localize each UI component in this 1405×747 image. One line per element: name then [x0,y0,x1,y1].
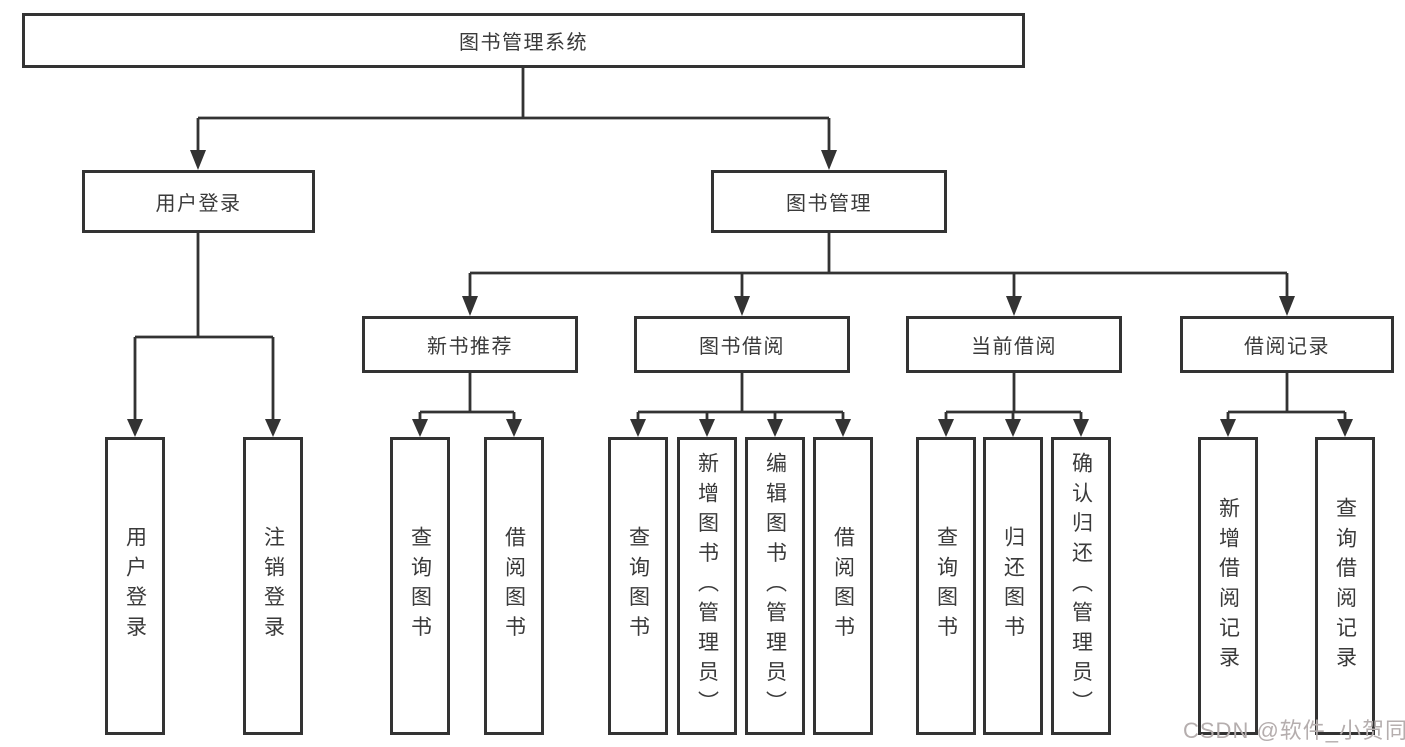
leaf-edit-books-admin: 编辑图书（管理员） [745,437,805,735]
connector-new-book-children [412,373,522,437]
leaf-return-books: 归还图书 [983,437,1043,735]
leaf-query-books-2: 查询图书 [608,437,668,735]
connector-root-to-level2 [190,68,837,170]
node-book-management: 图书管理 [711,170,947,233]
node-label: 新增图书（管理员） [695,451,719,721]
node-library-management-system: 图书管理系统 [22,13,1025,68]
node-label: 借阅图书 [502,526,526,646]
leaf-logout: 注销登录 [243,437,303,735]
node-label: 归还图书 [1001,526,1025,646]
node-label: 新书推荐 [427,336,513,358]
leaf-borrow-books-2: 借阅图书 [813,437,873,735]
node-new-book-recommendation: 新书推荐 [362,316,578,373]
node-label: 查询借阅记录 [1333,496,1357,676]
connector-borrow-records-children [1220,373,1353,437]
node-borrowing-records: 借阅记录 [1180,316,1394,373]
node-label: 查询图书 [626,526,650,646]
leaf-query-books-1: 查询图书 [390,437,450,735]
node-label: 用户登录 [123,526,147,646]
leaf-borrow-books-1: 借阅图书 [484,437,544,735]
node-label: 用户登录 [155,193,242,215]
node-current-borrowing: 当前借阅 [906,316,1122,373]
leaf-user-login: 用户登录 [105,437,165,735]
connector-current-borrow-children [938,373,1089,437]
node-label: 确认归还（管理员） [1069,451,1093,721]
node-label: 编辑图书（管理员） [763,451,787,721]
connector-book-borrow-children [630,373,851,437]
leaf-query-books-3: 查询图书 [916,437,976,735]
node-label: 图书管理 [786,193,872,215]
csdn-watermark: CSDN @软件_小贺同学 [1183,718,1405,743]
node-label: 图书管理系统 [459,32,588,54]
leaf-confirm-return-admin: 确认归还（管理员） [1051,437,1111,735]
leaf-add-books-admin: 新增图书（管理员） [677,437,737,735]
connector-book-management-children [462,233,1295,316]
node-user-login: 用户登录 [82,170,315,233]
node-label: 当前借阅 [971,336,1057,358]
node-label: 新增借阅记录 [1216,496,1240,676]
node-label: 查询图书 [408,526,432,646]
node-label: 借阅图书 [831,526,855,646]
node-label: 注销登录 [261,526,285,646]
node-label: 借阅记录 [1244,336,1330,358]
node-label: 查询图书 [934,526,958,646]
leaf-add-borrow-record: 新增借阅记录 [1198,437,1258,735]
connector-user-login-children [127,233,281,437]
leaf-query-borrow-record: 查询借阅记录 [1315,437,1375,735]
node-label: 图书借阅 [699,336,785,358]
node-book-borrowing: 图书借阅 [634,316,850,373]
